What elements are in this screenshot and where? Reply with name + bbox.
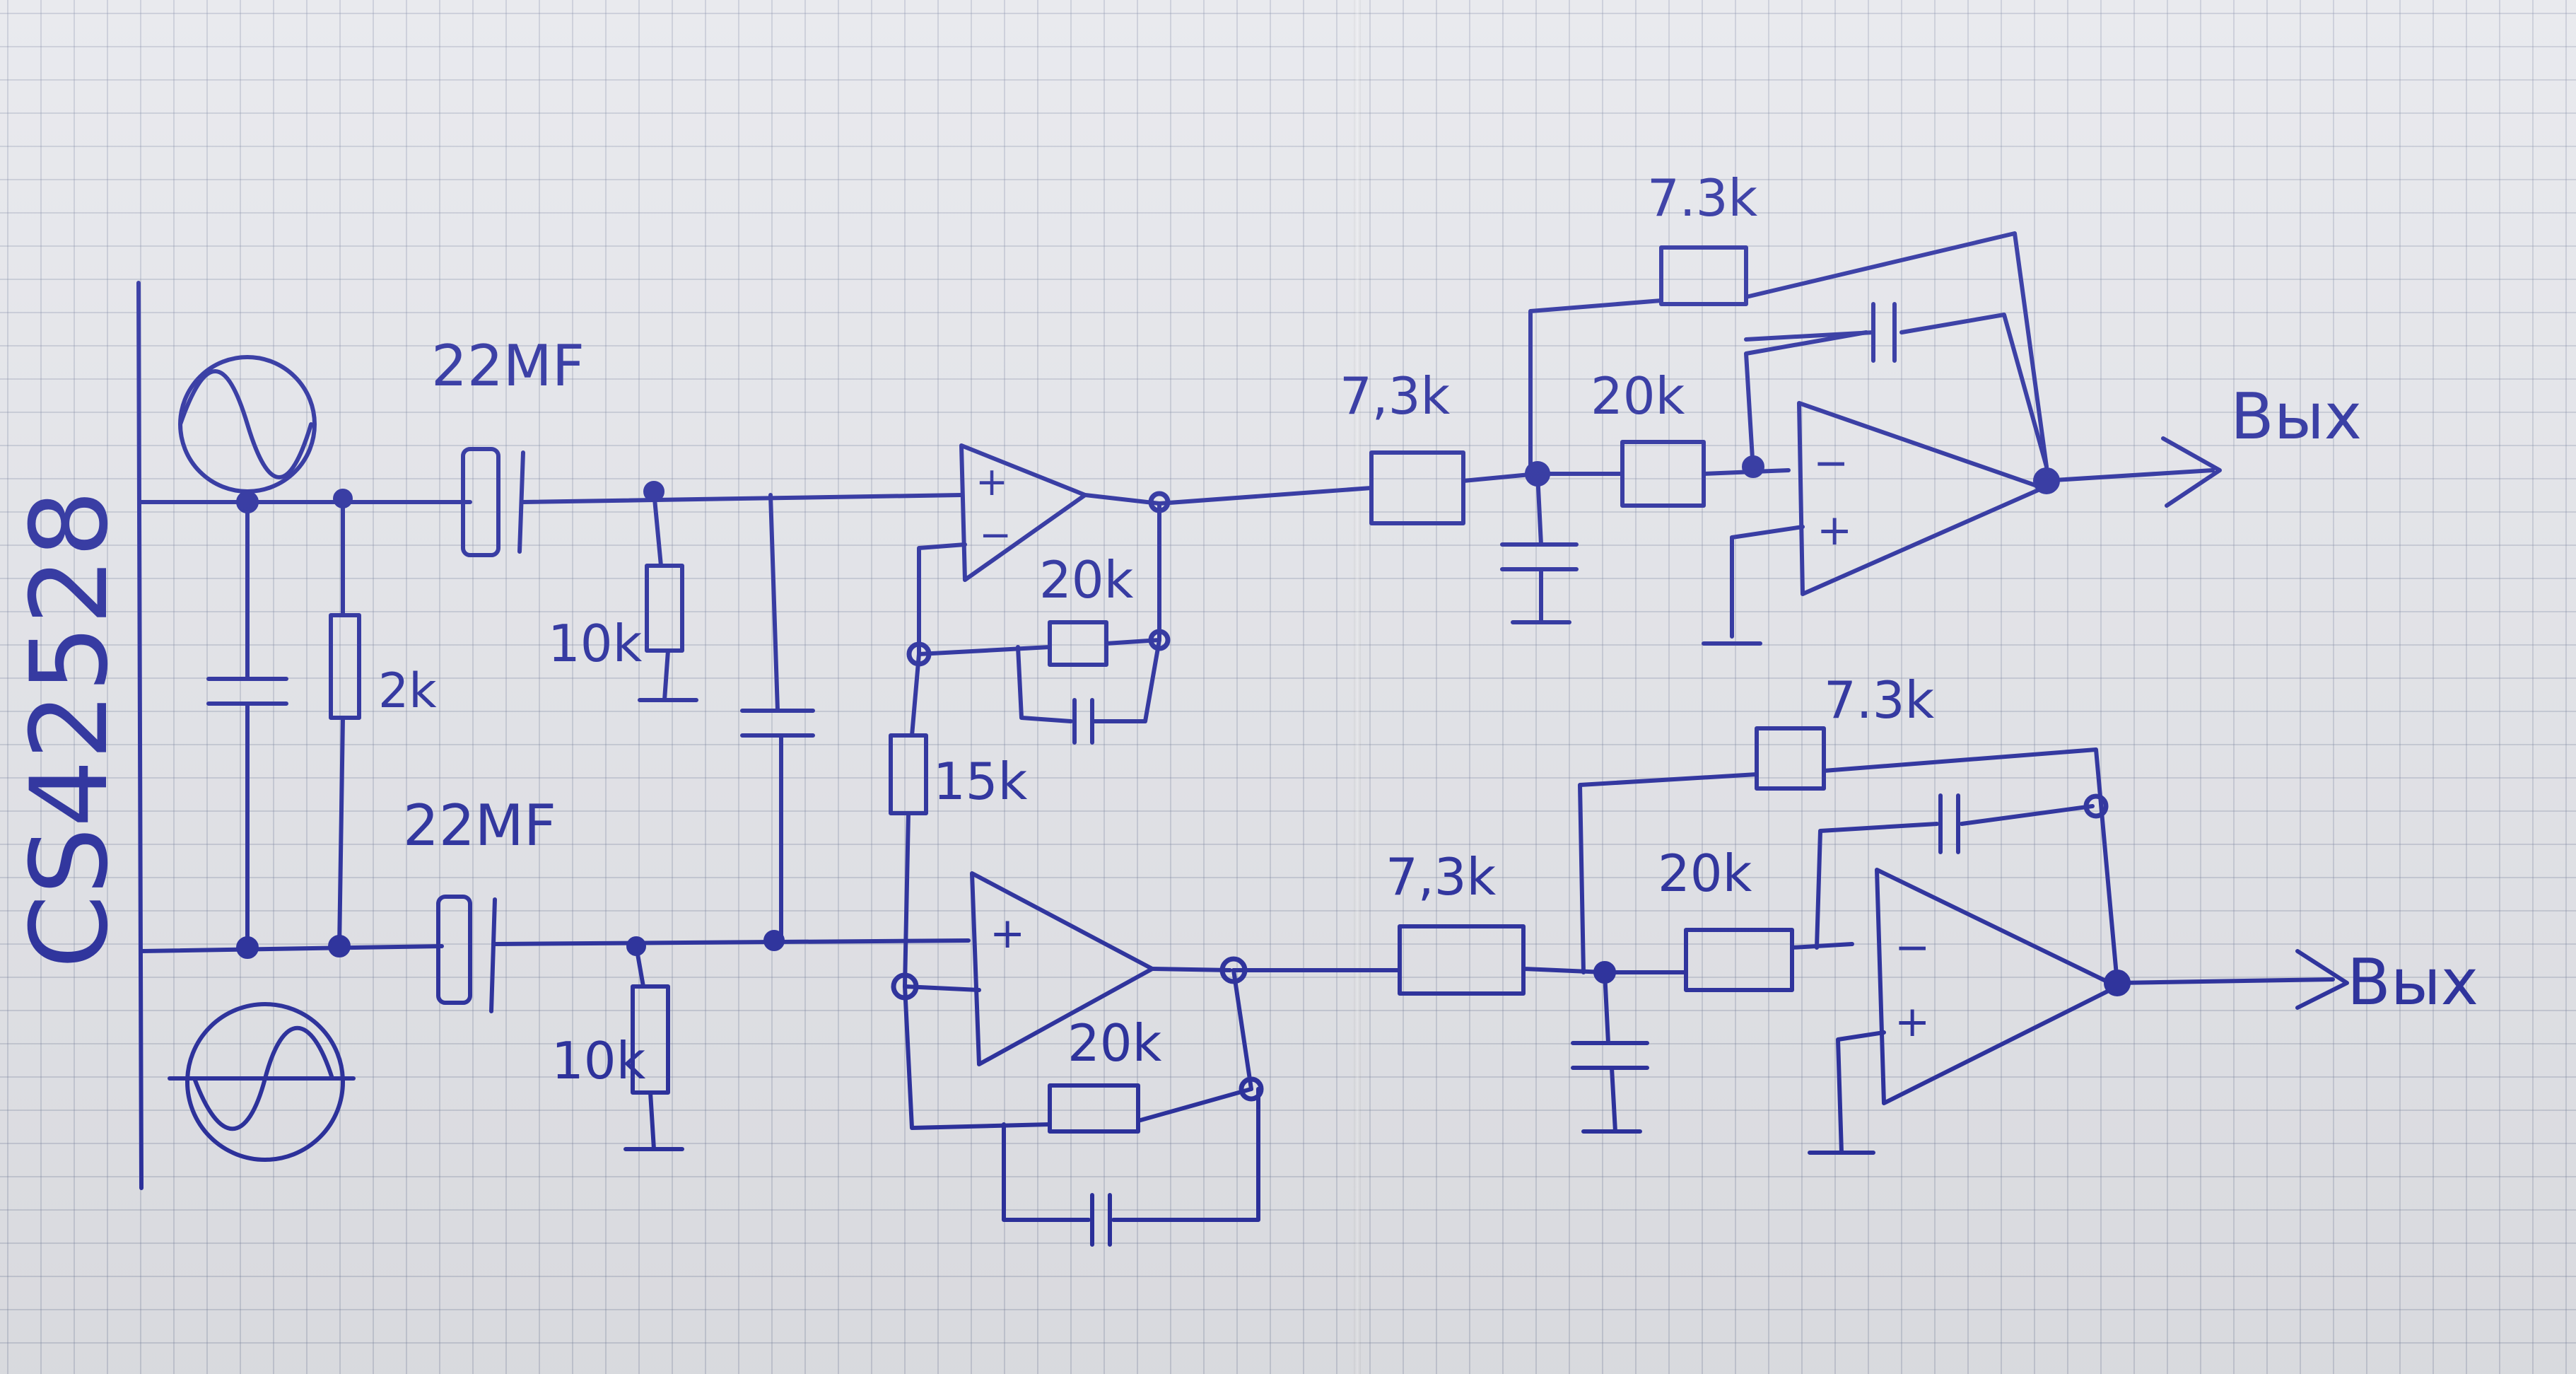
shunt-capacitor-left xyxy=(206,500,288,950)
feedback-network-stage1-bottom xyxy=(903,968,1260,1247)
resistor-10k-bottom xyxy=(623,944,684,1151)
resistor-15k xyxy=(889,652,928,989)
resistor-10k-bottom-label: 10k xyxy=(551,1031,646,1090)
svg-text:+: + xyxy=(990,909,1025,958)
capacitor-22mf-top xyxy=(461,447,525,557)
svg-text:+: + xyxy=(1895,997,1930,1047)
stage1-top-feedback-res-label: 20k xyxy=(1039,550,1134,610)
resistor-2k xyxy=(329,500,361,950)
notebook-fold xyxy=(1354,0,1361,1374)
stage2-top-input-res-label: 20k xyxy=(1591,366,1685,426)
output-arrow-bottom-icon xyxy=(2115,949,2349,1010)
resistor-2k-label: 2k xyxy=(378,663,437,719)
sine-source-top-icon xyxy=(178,355,317,494)
stage2-bottom-network xyxy=(1231,726,2119,1134)
capacitor-22mf-bottom-label: 22MF xyxy=(403,793,556,858)
sine-source-bottom-icon xyxy=(168,1002,356,1162)
output-arrow-top-icon xyxy=(2041,436,2222,508)
svg-text:−: − xyxy=(1895,923,1930,972)
stage2-top-feedback-res-label: 7.3k xyxy=(1647,168,1758,228)
resistor-10k-top xyxy=(638,489,698,702)
svg-text:+: + xyxy=(976,459,1008,504)
top-input-wire xyxy=(139,493,964,504)
stage2-bottom-series-res-label: 7,3k xyxy=(1386,847,1497,907)
output-label-top: Bых xyxy=(2230,380,2362,454)
resistor-15k-label: 15k xyxy=(933,752,1028,811)
stage2-top-network xyxy=(1157,231,2049,624)
shunt-capacitor-middle xyxy=(740,493,815,943)
stage2-bottom-input-res-label: 20k xyxy=(1658,844,1752,903)
stage2-bottom-feedback-res-label: 7.3k xyxy=(1824,670,1935,730)
feedback-network-stage1-top xyxy=(917,501,1161,745)
junction-dots xyxy=(236,455,2131,1102)
resistor-10k-top-label: 10k xyxy=(548,614,643,673)
chip-label: CS42528 xyxy=(8,490,131,969)
opamp-stage2-top: − + xyxy=(1702,401,2045,646)
opamp-stage1-bottom: + xyxy=(903,871,1232,1066)
output-label-bottom: Bых xyxy=(2347,945,2478,1020)
stage2-top-series-res-label: 7,3k xyxy=(1340,366,1451,426)
svg-text:−: − xyxy=(1813,438,1849,488)
capacitor-22mf-bottom xyxy=(436,895,497,1013)
chip-edge-line xyxy=(136,281,144,1190)
svg-text:−: − xyxy=(979,512,1012,557)
capacitor-22mf-top-label: 22MF xyxy=(431,333,585,399)
opamp-stage1-top: + − xyxy=(917,443,1161,656)
svg-text:+: + xyxy=(1817,506,1852,555)
stage1-bottom-feedback-res-label: 20k xyxy=(1067,1013,1162,1073)
opamp-stage2-bottom: − + xyxy=(1808,868,2119,1155)
bottom-input-wire xyxy=(139,938,971,953)
